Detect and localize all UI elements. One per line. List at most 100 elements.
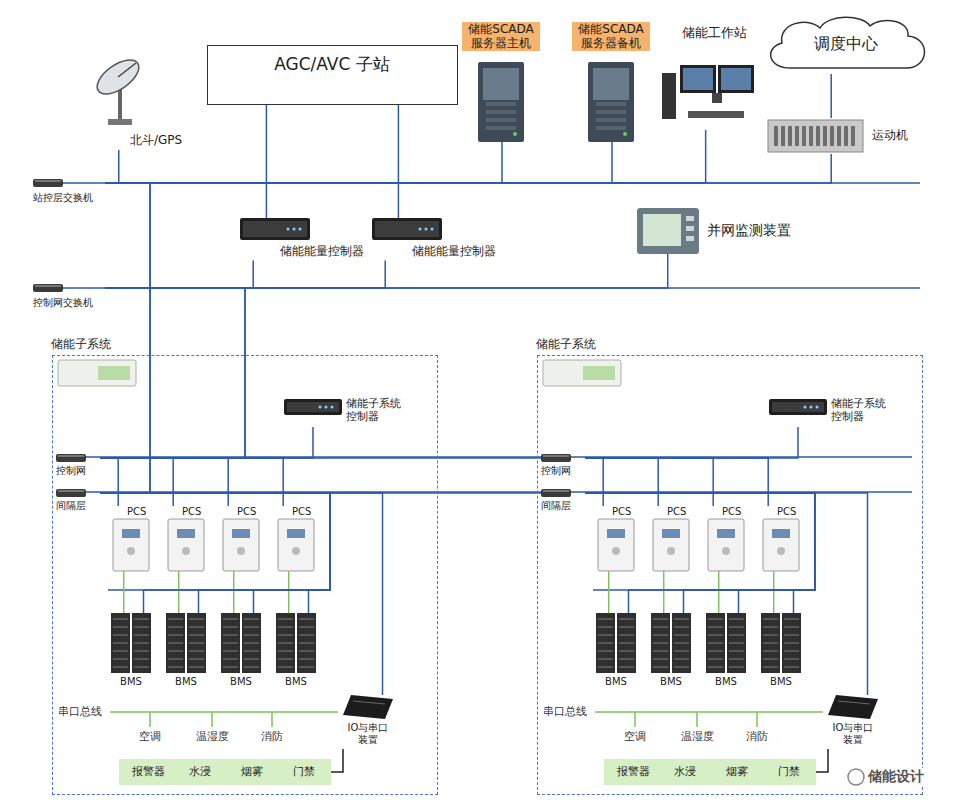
connector	[100, 493, 330, 613]
server-icon	[478, 62, 524, 142]
bms-module	[113, 667, 128, 668]
bus-label: 串口总线	[58, 705, 106, 718]
bms-module	[708, 667, 723, 668]
bms-module	[244, 627, 259, 628]
connector	[266, 105, 268, 218]
node-text: 调度中心	[760, 34, 932, 53]
pcs-display	[122, 529, 140, 538]
bms-module	[784, 651, 799, 652]
io-device: IO与串口 装置	[824, 695, 882, 749]
pcs-cabinet: PCS	[704, 506, 750, 571]
bms-module	[729, 659, 744, 660]
node-text: PCS	[667, 506, 693, 518]
pcs-knob	[292, 547, 300, 555]
server-slot	[596, 102, 626, 106]
connector	[105, 254, 668, 288]
rack-slot	[823, 126, 827, 146]
node-text: AGC/AVC 子站	[208, 54, 456, 74]
bms-module	[674, 651, 689, 652]
controller-led	[293, 228, 296, 231]
dish-base	[108, 119, 132, 125]
switch-top	[58, 455, 84, 457]
bms-module	[278, 659, 293, 660]
node-text: PCS	[612, 506, 638, 518]
ctrl-icon	[284, 399, 342, 415]
bus-label: 空调	[130, 730, 170, 743]
bms-module	[223, 627, 238, 628]
pcs-knob	[127, 547, 135, 555]
bms-module	[619, 667, 634, 668]
switch-body	[33, 284, 63, 292]
switch-body	[56, 489, 86, 497]
bms-module	[113, 643, 128, 644]
node-text: BMS	[274, 676, 318, 688]
bms-module	[244, 651, 259, 652]
pcs-icon	[763, 519, 799, 571]
pcs-cabinet: PCS	[274, 506, 320, 571]
bms-cabinet	[782, 613, 801, 673]
rack-slot	[851, 126, 855, 146]
bms-module	[168, 643, 183, 644]
bms-module	[223, 643, 238, 644]
connector	[100, 458, 283, 506]
node-text: 门禁	[281, 765, 327, 778]
bms-module	[729, 627, 744, 628]
bms-cabinet	[617, 613, 636, 673]
node-text: 站控层交换机	[33, 192, 103, 204]
serial-drop	[634, 712, 636, 727]
bms-module	[223, 651, 238, 652]
connector	[178, 571, 180, 613]
bms-icon	[276, 613, 316, 673]
watermark-icon	[848, 769, 864, 785]
ctrl-icon	[372, 218, 442, 240]
serial-drop	[211, 712, 213, 727]
bms-module	[189, 651, 204, 652]
connector	[608, 571, 610, 613]
monitor-screen	[643, 214, 681, 246]
server-slot	[486, 102, 516, 106]
controller-body	[769, 399, 827, 415]
bms-module	[653, 651, 668, 652]
connector	[100, 427, 313, 458]
bms-module	[729, 667, 744, 668]
telecontrol-unit: 运动机	[768, 118, 915, 154]
pcs-body	[653, 519, 689, 571]
bms-module	[189, 659, 204, 660]
bms-cabinet	[727, 613, 746, 673]
node-text: BMS	[759, 676, 803, 688]
bms-module	[244, 667, 259, 668]
rack-slot	[837, 126, 841, 146]
pcs-cabinet: PCS	[219, 506, 265, 571]
bms-module	[278, 643, 293, 644]
bms-module	[784, 643, 799, 644]
connector	[100, 493, 330, 613]
bms-module	[168, 635, 183, 636]
bms-rack: BMS	[759, 613, 805, 691]
bms-module	[674, 635, 689, 636]
controller-led	[299, 228, 302, 231]
switch-top	[543, 490, 569, 492]
bms-icon	[596, 613, 636, 673]
screen	[683, 68, 713, 90]
node-text: BMS	[649, 676, 693, 688]
pcs-display	[177, 529, 195, 538]
pcs-knob	[237, 547, 245, 555]
controller-front	[375, 221, 439, 237]
serial-bus	[110, 711, 338, 713]
pcs-body	[708, 519, 744, 571]
bms-module	[134, 659, 149, 660]
bms-module	[598, 643, 613, 644]
bms-cabinet	[596, 613, 615, 673]
bms-module	[189, 635, 204, 636]
bms-module	[708, 627, 723, 628]
bms-module	[134, 627, 149, 628]
node-text: 水浸	[662, 765, 708, 778]
bms-module	[784, 619, 799, 620]
ctrl-icon	[240, 218, 310, 240]
pcs-body	[278, 519, 314, 571]
bms-rack: BMS	[274, 613, 320, 691]
monitor	[718, 65, 754, 93]
bms-cabinet	[187, 613, 206, 673]
